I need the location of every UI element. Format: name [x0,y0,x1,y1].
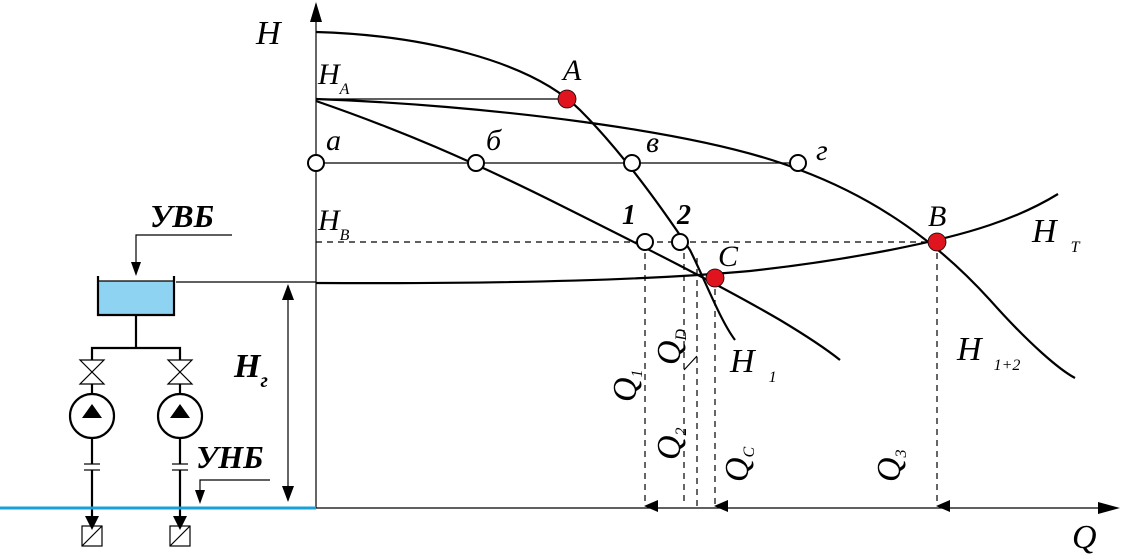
upper-tank [96,276,176,317]
label-ha: HA [317,58,350,98]
curve-parallel-pumps-h1-2 [315,97,1076,379]
curve-system-ht [315,193,1059,285]
point-B-marker [927,232,947,252]
label-lower-reservoir: УНБ [196,439,263,475]
point-a-marker [307,154,325,172]
axes: H Q [255,2,1120,556]
point-labels: A B C a б в г 1 2 [326,54,946,273]
label-upper-reservoir: УВБ [150,198,214,234]
flow-labels: Q1 QD Q2 QC Q3 [607,328,910,482]
qd-leader [683,355,698,371]
pump-branch-left [68,359,116,547]
static-head-arrow-bottom [282,486,294,502]
curves [315,30,1076,379]
label-q2: Q2 [651,427,690,460]
strainer-icon [169,525,191,547]
point-v-marker [623,154,641,172]
point-2-marker [671,233,689,251]
static-head-arrow-top [282,284,294,300]
label-C: C [718,240,739,273]
point-C-marker [705,268,725,288]
label-qd: QD [651,328,690,365]
label-q1: Q1 [607,369,646,402]
label-A: A [561,54,582,87]
strainer-icon [81,525,103,547]
lower-reservoir-arrowhead [195,490,205,504]
label-g: г [816,134,828,167]
upper-reservoir-leader [135,234,232,272]
point-1-marker [636,233,654,251]
level-labels: HA HB [317,58,350,244]
label-1: 1 [622,200,636,231]
label-2: 2 [676,200,691,231]
x-axis-label: Q [1072,519,1097,556]
label-B: B [928,200,946,233]
pump-branch-right [156,359,204,547]
lower-reservoir-leader [199,479,270,500]
valve-icon [78,359,106,385]
pump-arrow-icon [170,404,190,418]
label-hg: Hг [233,348,268,392]
point-g-marker [789,154,807,172]
pump-arrow-icon [82,404,102,418]
projections [644,242,950,512]
point-A-marker [557,89,577,109]
suction-arrow-icon [173,516,187,530]
manifold-pipe [90,315,182,360]
y-axis-label: H [255,15,283,52]
strainer-icon [81,525,103,547]
points [307,89,947,288]
y-axis-arrowhead [310,2,322,22]
label-qc: QC [719,446,758,482]
label-a: a [326,124,341,157]
curve-single-pump-h1 [315,30,736,341]
upper-reservoir-arrowhead [131,262,141,276]
label-q3: Q3 [871,449,910,482]
curve-second-pump [315,99,841,361]
label-v: в [646,126,659,159]
strainer-icon [169,525,191,547]
label-hb: HB [317,204,350,244]
valve-icon [166,359,194,385]
tank-water [98,281,174,315]
hydraulic-scheme: УВБ [0,198,316,547]
reference-lines [176,98,937,283]
label-b: б [486,124,502,157]
point-b-marker [467,154,485,172]
suction-arrow-icon [85,516,99,530]
x-axis-arrowhead [1098,502,1120,514]
